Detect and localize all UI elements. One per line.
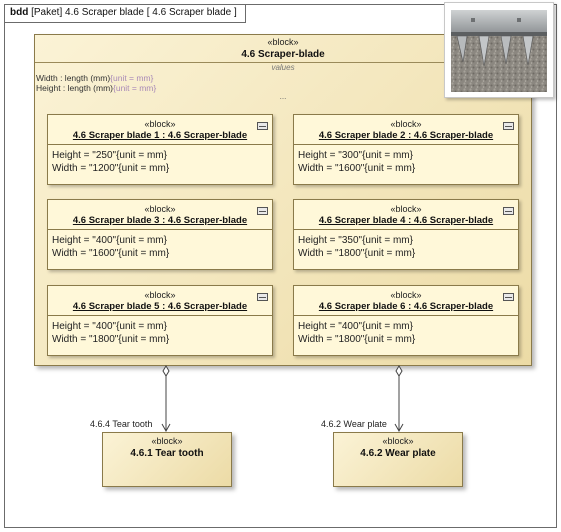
part-height-value: Height = "400"{unit = mm}	[52, 235, 167, 246]
part-header: «block» 4.6 Scraper blade 5 : 4.6 Scrape…	[48, 286, 272, 316]
arrow-head	[161, 423, 171, 433]
part-header: «block» 4.6 Scraper blade 6 : 4.6 Scrape…	[294, 286, 518, 316]
block-symbol-icon	[257, 122, 268, 130]
frame-header: bdd [Paket] 4.6 Scraper blade [ 4.6 Scra…	[5, 5, 246, 23]
part-values: Height = "400"{unit = mm} Width = "1600"…	[48, 230, 272, 260]
value-width[interactable]: Width : length (mm){unit = mm}	[36, 73, 154, 83]
part-values: Height = "300"{unit = mm} Width = "1600"…	[294, 145, 518, 175]
block-stereotype: «block»	[382, 436, 414, 446]
block-symbol-icon	[503, 122, 514, 130]
part-height-value: Height = "250"{unit = mm}	[52, 150, 167, 161]
part-height-value: Height = "400"{unit = mm}	[52, 321, 167, 332]
part-name: 4.6 Scraper blade 4 : 4.6 Scraper-blade	[318, 215, 494, 226]
part-name: 4.6 Scraper blade 3 : 4.6 Scraper-blade	[72, 215, 248, 226]
part-scraper-blade-5[interactable]: «block» 4.6 Scraper blade 5 : 4.6 Scrape…	[47, 285, 273, 356]
block-symbol-icon	[257, 293, 268, 301]
role-label-tear-tooth: 4.6.4 Tear tooth	[90, 419, 153, 429]
part-width-value: Width = "1800"{unit = mm}	[298, 248, 416, 259]
block-symbol-icon	[257, 207, 268, 215]
part-scraper-blade-1[interactable]: «block» 4.6 Scraper blade 1 : 4.6 Scrape…	[47, 114, 273, 185]
part-scraper-blade-6[interactable]: «block» 4.6 Scraper blade 6 : 4.6 Scrape…	[293, 285, 519, 356]
part-width-value: Width = "1800"{unit = mm}	[298, 334, 416, 345]
aggregation-diamond	[395, 365, 403, 377]
wear-plate-block[interactable]: «block» 4.6.2 Wear plate	[333, 432, 463, 487]
frame-title: [Paket] 4.6 Scraper blade [ 4.6 Scraper …	[31, 7, 237, 18]
part-stereotype: «block»	[390, 290, 422, 300]
part-height-value: Height = "350"{unit = mm}	[298, 235, 413, 246]
block-name: 4.6 Scraper-blade	[241, 49, 325, 60]
part-header: «block» 4.6 Scraper blade 4 : 4.6 Scrape…	[294, 200, 518, 230]
part-values: Height = "400"{unit = mm} Width = "1800"…	[48, 316, 272, 346]
diagram-frame: bdd [Paket] 4.6 Scraper blade [ 4.6 Scra…	[4, 4, 557, 528]
part-header: «block» 4.6 Scraper blade 1 : 4.6 Scrape…	[48, 115, 272, 145]
part-stereotype: «block»	[144, 204, 176, 214]
part-width-value: Width = "1600"{unit = mm}	[298, 163, 416, 174]
values-compartment-title: values	[271, 63, 295, 72]
scraper-blade-photo-image	[451, 10, 547, 92]
part-header: «block» 4.6 Scraper blade 3 : 4.6 Scrape…	[48, 200, 272, 230]
part-stereotype: «block»	[144, 119, 176, 129]
scraper-blade-photo	[444, 2, 554, 98]
part-name: 4.6 Scraper blade 6 : 4.6 Scraper-blade	[318, 301, 494, 312]
part-scraper-blade-4[interactable]: «block» 4.6 Scraper blade 4 : 4.6 Scrape…	[293, 199, 519, 270]
block-stereotype: «block»	[151, 436, 183, 446]
part-height-value: Height = "300"{unit = mm}	[298, 150, 413, 161]
part-width-value: Width = "1800"{unit = mm}	[52, 334, 170, 345]
block-symbol-icon	[503, 207, 514, 215]
part-values: Height = "400"{unit = mm} Width = "1800"…	[294, 316, 518, 346]
block-stereotype: «block»	[267, 37, 299, 47]
block-name: 4.6.1 Tear tooth	[130, 448, 204, 459]
block-symbol-icon	[503, 293, 514, 301]
part-width-value: Width = "1600"{unit = mm}	[52, 248, 170, 259]
role-label-wear-plate: 4.6.2 Wear plate	[321, 419, 387, 429]
block-header: «block» 4.6 Scraper-blade	[35, 35, 531, 63]
part-stereotype: «block»	[390, 204, 422, 214]
part-values: Height = "350"{unit = mm} Width = "1800"…	[294, 230, 518, 260]
part-width-value: Width = "1200"{unit = mm}	[52, 163, 170, 174]
tear-tooth-block[interactable]: «block» 4.6.1 Tear tooth	[102, 432, 232, 487]
part-values: Height = "250"{unit = mm} Width = "1200"…	[48, 145, 272, 175]
value-height[interactable]: Height : length (mm){unit = mm}	[36, 83, 157, 93]
part-scraper-blade-2[interactable]: «block» 4.6 Scraper blade 2 : 4.6 Scrape…	[293, 114, 519, 185]
part-name: 4.6 Scraper blade 2 : 4.6 Scraper-blade	[318, 130, 494, 141]
arrow-head	[394, 423, 404, 433]
part-height-value: Height = "400"{unit = mm}	[298, 321, 413, 332]
part-stereotype: «block»	[390, 119, 422, 129]
aggregation-diamond	[162, 365, 170, 377]
compartment-ellipsis: ...	[279, 92, 287, 101]
part-stereotype: «block»	[144, 290, 176, 300]
part-header: «block» 4.6 Scraper blade 2 : 4.6 Scrape…	[294, 115, 518, 145]
part-name: 4.6 Scraper blade 5 : 4.6 Scraper-blade	[72, 301, 248, 312]
part-scraper-blade-3[interactable]: «block» 4.6 Scraper blade 3 : 4.6 Scrape…	[47, 199, 273, 270]
diagram-kind: bdd	[10, 7, 29, 18]
part-name: 4.6 Scraper blade 1 : 4.6 Scraper-blade	[72, 130, 248, 141]
block-name: 4.6.2 Wear plate	[360, 448, 436, 459]
